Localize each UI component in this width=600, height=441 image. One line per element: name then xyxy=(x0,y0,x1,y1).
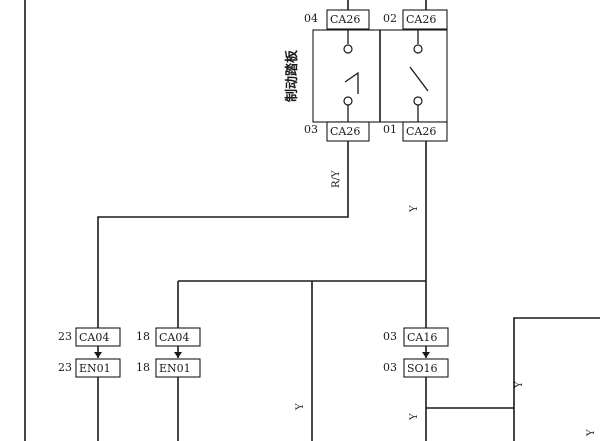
left-switch-contact-top xyxy=(343,44,353,54)
wire-y-label-main: Y xyxy=(409,205,420,213)
wire-y-label-conn3: Y xyxy=(409,413,420,421)
conn2-pin-b: 18 xyxy=(136,361,150,374)
pedal-top-left-connector xyxy=(326,9,370,30)
wire-ry xyxy=(97,141,349,328)
left-switch-blade xyxy=(344,71,359,94)
conn2-arrow-icon xyxy=(174,352,182,358)
conn2-conn-a: CA04 xyxy=(159,331,189,344)
brake-pedal-title: 制动踏板 xyxy=(284,49,300,102)
wire-y-label-mid: Y xyxy=(295,403,306,411)
conn3-conn-b: SO16 xyxy=(407,362,438,375)
pedal-bottom-left-conn: CA26 xyxy=(330,125,360,138)
pedal-bottom-right-connector xyxy=(402,121,448,142)
conn1-conn-a: CA04 xyxy=(79,331,109,344)
pedal-top-right-pin: 02 xyxy=(383,12,397,25)
conn1-pin-a: 23 xyxy=(58,330,72,343)
conn3-conn-a: CA16 xyxy=(407,331,437,344)
wire-y-label-module-left: Y xyxy=(514,381,525,389)
right-switch-blade xyxy=(409,66,429,92)
pedal-top-left-pin: 04 xyxy=(304,12,318,25)
pedal-top-right-connector xyxy=(402,9,448,30)
conn1-arrow-icon xyxy=(94,352,102,358)
pedal-bottom-right-conn: CA26 xyxy=(406,125,436,138)
conn1-conn-b: EN01 xyxy=(79,362,111,375)
right-switch-contact-bottom xyxy=(413,96,423,106)
conn2-conn-b: EN01 xyxy=(159,362,191,375)
right-module-outline xyxy=(513,317,600,441)
conn3-arrow-icon xyxy=(422,352,430,358)
left-switch-contact-bottom xyxy=(343,96,353,106)
pedal-bottom-right-pin: 01 xyxy=(383,123,397,136)
pedal-bottom-left-pin: 03 xyxy=(304,123,318,136)
conn1-pin-b: 23 xyxy=(58,361,72,374)
wire-y-label-module-right: Y xyxy=(586,429,597,437)
conn3-pin-a: 03 xyxy=(383,330,397,343)
conn3-pin-b: 03 xyxy=(383,361,397,374)
pedal-top-right-conn: CA26 xyxy=(406,13,436,26)
conn2-pin-a: 18 xyxy=(136,330,150,343)
wire-ry-label: R/Y xyxy=(331,170,342,188)
pedal-top-left-conn: CA26 xyxy=(330,13,360,26)
right-switch-contact-top xyxy=(413,44,423,54)
